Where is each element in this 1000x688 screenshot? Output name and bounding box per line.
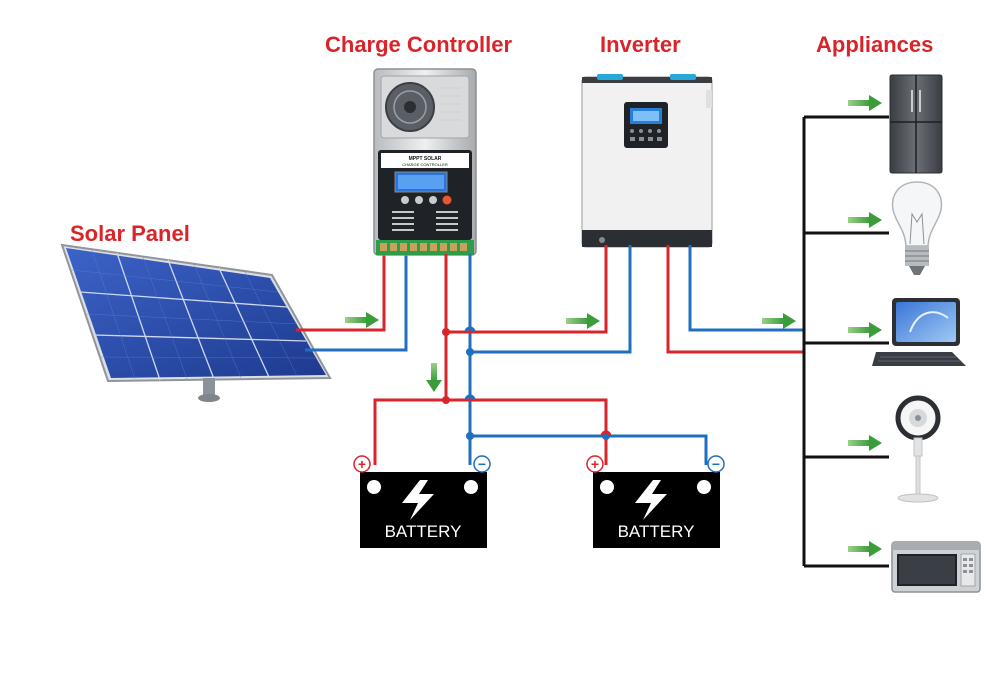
flow-arrows [345,95,882,557]
battery-negative-terminal: − [712,456,720,472]
battery-positive-terminal: + [591,456,599,472]
arrow-right-icon [762,313,796,329]
battery-negative-terminal: − [478,456,486,472]
arrow-right-icon [848,95,882,111]
refrigerator-icon [889,74,943,174]
lightning-icon [635,480,667,520]
appliances-heading: Appliances [816,32,934,57]
lightning-icon [402,480,434,520]
controller-label-line1: MPPT SOLAR [409,156,442,162]
microwave-icon [891,541,981,593]
arrow-right-icon [848,212,882,228]
battery-2: BATTERY + − [586,455,725,548]
arrow-down-icon [426,363,442,392]
arrow-right-icon [848,322,882,338]
solar-panel-icon [60,243,332,402]
arrow-right-icon [566,313,600,329]
battery-positive-terminal: + [358,456,366,472]
solar-to-controller-wires [296,254,408,352]
ac-bus-wires [802,115,889,568]
inverter-heading: Inverter [600,32,681,57]
dc-bus-wires [373,245,804,465]
battery-1: BATTERY + − [353,455,491,548]
controller-label-line2: CHARGE CONTROLLER [402,162,448,167]
light-bulb-icon [891,181,943,275]
battery-label: BATTERY [618,522,695,541]
arrow-right-icon [345,312,379,328]
tablet-keyboard-icon [872,298,966,366]
charge-controller-icon: MPPT SOLAR CHARGE CONTROLLER [373,68,477,256]
wire-junctions [442,326,612,440]
fan-icon [895,395,941,503]
battery-label: BATTERY [385,522,462,541]
inverter-icon [581,74,713,248]
arrow-right-icon [848,541,882,557]
arrow-right-icon [848,435,882,451]
solar-panel-heading: Solar Panel [70,221,190,246]
charge-controller-heading: Charge Controller [325,32,513,57]
